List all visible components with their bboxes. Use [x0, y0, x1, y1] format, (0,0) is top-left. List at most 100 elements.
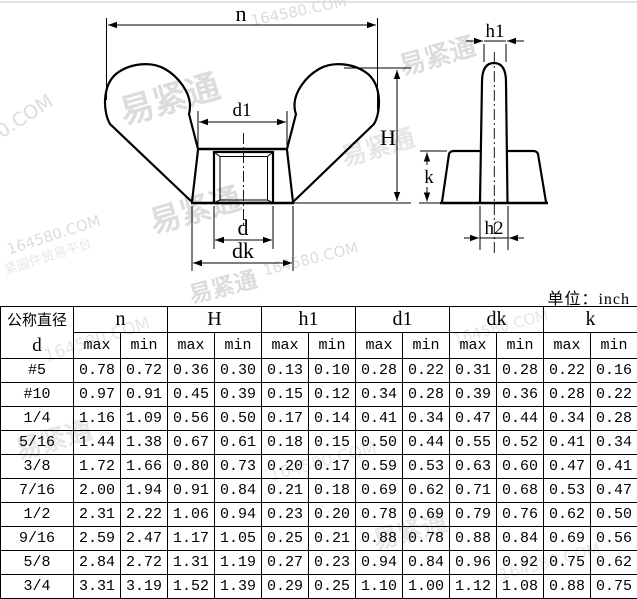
body-right-side	[285, 148, 295, 204]
value-cell: 0.92	[496, 550, 545, 575]
value-cell: 0.88	[355, 526, 404, 551]
value-cell: 1.16	[73, 406, 121, 431]
value-cell: 1.19	[213, 550, 263, 575]
diameter-cell: 5/8	[0, 550, 74, 575]
value-cell: 0.22	[543, 358, 592, 383]
dim-label-n: n	[236, 1, 247, 26]
value-cell: 0.22	[590, 382, 637, 407]
value-cell: 0.34	[355, 382, 404, 407]
value-cell: 0.20	[308, 502, 357, 527]
wing-profile-right	[504, 80, 509, 204]
value-cell: 0.14	[308, 406, 357, 431]
collar-left	[440, 149, 481, 204]
value-cell: 0.61	[213, 430, 263, 455]
value-cell: 0.55	[449, 430, 498, 455]
value-cell: 2.72	[120, 550, 168, 575]
value-cell: 0.21	[308, 526, 357, 551]
right-wing-outline	[285, 63, 380, 204]
value-cell: 0.27	[261, 550, 310, 575]
value-cell: 0.23	[308, 550, 357, 575]
diameter-header-cell: 公称直径 d	[0, 306, 74, 359]
value-cell: 0.68	[496, 478, 545, 503]
value-cell: 1.17	[167, 526, 215, 551]
value-cell: 0.72	[120, 358, 168, 383]
value-cell: 0.39	[449, 382, 498, 407]
subheader-cell: min	[213, 332, 263, 359]
value-cell: 1.10	[355, 574, 404, 599]
value-cell: 0.62	[543, 502, 592, 527]
hole-chamfer	[267, 199, 274, 204]
value-cell: 0.50	[213, 406, 263, 431]
value-cell: 0.20	[261, 454, 310, 479]
value-cell: 0.28	[402, 382, 451, 407]
value-cell: 1.09	[120, 406, 168, 431]
value-cell: 0.41	[355, 406, 404, 431]
value-cell: 1.66	[120, 454, 168, 479]
subheader-cell: max	[73, 332, 121, 359]
side-view: h1 k h2	[419, 21, 548, 253]
dim-label-k: k	[424, 167, 434, 188]
value-cell: 2.47	[120, 526, 168, 551]
value-cell: 1.44	[73, 430, 121, 455]
value-cell: 0.69	[355, 478, 404, 503]
subheader-cell: max	[167, 332, 215, 359]
value-cell: 0.84	[213, 478, 263, 503]
dim-label-H: H	[380, 125, 396, 150]
value-cell: 0.62	[590, 550, 637, 575]
subheader-cell: min	[120, 332, 168, 359]
value-cell: 0.97	[73, 382, 121, 407]
value-cell: 0.45	[167, 382, 215, 407]
value-cell: 3.31	[73, 574, 121, 599]
value-cell: 0.59	[355, 454, 404, 479]
value-cell: 2.31	[73, 502, 121, 527]
value-cell: 0.12	[308, 382, 357, 407]
diameter-cell: 1/4	[0, 406, 74, 431]
diameter-header-title: 公称直径	[6, 312, 67, 329]
value-cell: 0.88	[449, 526, 498, 551]
value-cell: 0.96	[449, 550, 498, 575]
value-cell: 2.00	[73, 478, 121, 503]
value-cell: 2.59	[73, 526, 121, 551]
value-cell: 1.72	[73, 454, 121, 479]
value-cell: 0.15	[261, 382, 310, 407]
value-cell: 1.52	[167, 574, 215, 599]
diameter-cell: 3/4	[0, 574, 74, 599]
value-cell: 1.94	[120, 478, 168, 503]
value-cell: 0.36	[496, 382, 545, 407]
value-cell: 0.47	[590, 478, 637, 503]
collar-right	[507, 149, 548, 204]
diameter-header-symbol: d	[32, 334, 42, 356]
dim-label-d1: d1	[233, 100, 252, 121]
value-cell: 0.34	[402, 406, 451, 431]
wing-nut-technical-drawing: n d1 H d dk h1	[0, 1, 637, 271]
value-cell: 0.91	[120, 382, 168, 407]
value-cell: 0.25	[261, 526, 310, 551]
value-cell: 0.73	[213, 454, 263, 479]
value-cell: 0.28	[355, 358, 404, 383]
value-cell: 0.75	[590, 574, 637, 599]
value-cell: 0.17	[261, 406, 310, 431]
value-cell: 0.78	[355, 502, 404, 527]
value-cell: 0.88	[543, 574, 592, 599]
value-cell: 0.69	[543, 526, 592, 551]
subheader-cell: max	[449, 332, 498, 359]
subheader-cell: min	[308, 332, 357, 359]
dim-label-dk: dk	[232, 238, 254, 263]
value-cell: 0.80	[167, 454, 215, 479]
diameter-cell: 5/16	[0, 430, 74, 455]
value-cell: 0.34	[590, 430, 637, 455]
value-cell: 0.29	[261, 574, 310, 599]
value-cell: 1.31	[167, 550, 215, 575]
